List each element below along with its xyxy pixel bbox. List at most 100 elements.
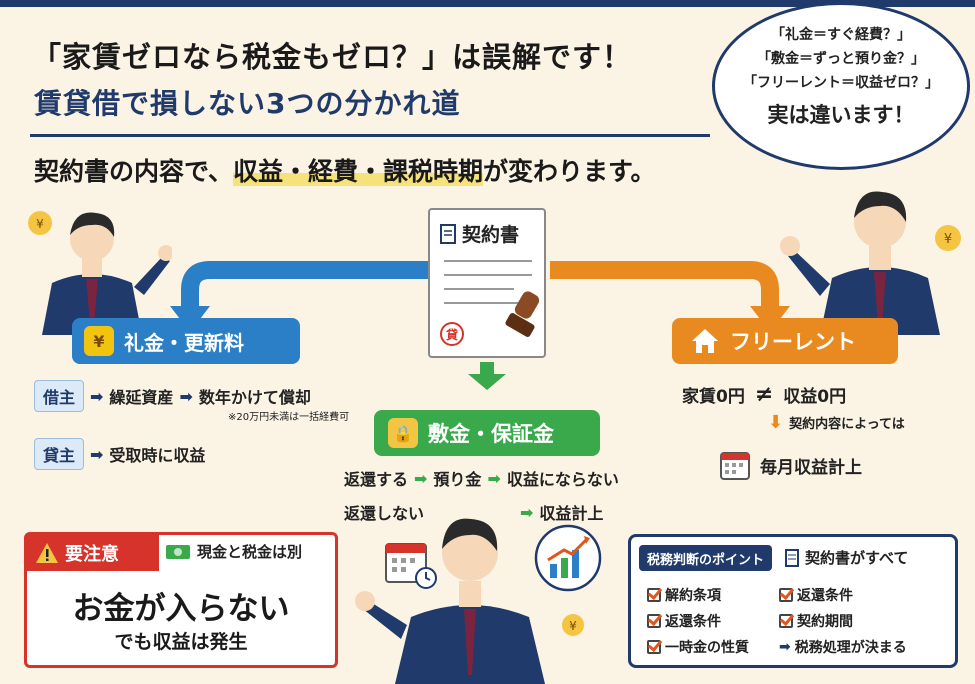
check-item: 契約期間 [779, 611, 853, 631]
lead-prefix: 契約書の内容で、 [34, 157, 234, 186]
lock-icon: 🔒 [388, 418, 418, 448]
tax-points-result: ➡税務処理が決まる [779, 637, 907, 657]
main-title: 「家賃ゼロなら税金もゼロ？」は誤解です！ [32, 40, 633, 74]
check-item-label: 返還条件 [665, 614, 721, 630]
reikin-step1: 繰延資産 [109, 388, 174, 407]
freerent-note: 契約内容によっては [789, 417, 905, 432]
coin-icon [28, 211, 52, 235]
lead-highlight: 収益・経費・課税時期 [233, 157, 484, 186]
top-bar [0, 0, 975, 7]
shikikin-a2: 預り金 [433, 470, 482, 489]
arrow-right-icon: ➡ [90, 386, 104, 406]
contract-document: 契約書 貸 [428, 208, 546, 358]
warning-icon [36, 543, 58, 563]
document-icon [440, 223, 456, 244]
banknote-icon [166, 544, 190, 559]
bubble-line-2: 「敷金＝ずっと預り金？」 [757, 51, 925, 67]
checkbox-icon [647, 640, 661, 654]
money-bag-icon: ¥ [84, 326, 114, 356]
arrow-right-icon: ➡ [779, 639, 791, 655]
title-divider [30, 134, 710, 137]
checkbox-icon [647, 588, 661, 602]
shikikin-a1: 返還する [344, 470, 409, 489]
contract-label: 契約書 [462, 224, 520, 246]
arrow-right-icon: ➡ [414, 468, 428, 488]
kashinushi-tag: 貸主 [34, 438, 85, 470]
warning-header: 要注意 [27, 535, 159, 571]
coin-icon [562, 614, 584, 636]
reikin-note: ※20万円未満は一括経費可 [228, 412, 350, 423]
seal-stamp: 貸 [440, 322, 464, 346]
arrow-down-icon: ⬇ [768, 412, 784, 433]
growth-chart-icon [534, 524, 602, 592]
check-item-label: 返還条件 [797, 588, 853, 604]
shikikin-a3: 収益にならない [506, 470, 619, 489]
reikin-header: ¥ 礼金・更新料 [72, 318, 300, 364]
tax-points-tag-text: 契約書がすべて [805, 549, 909, 567]
not-equal-icon: ≠ [754, 382, 774, 407]
checkbox-icon [779, 588, 793, 602]
svg-text:¥: ¥ [569, 619, 577, 633]
freerent-title: フリーレント [730, 330, 856, 354]
shikikin-title: 敷金・保証金 [428, 422, 554, 446]
freerent-note-row: ⬇ 契約内容によっては [768, 412, 905, 433]
checkbox-icon [647, 614, 661, 628]
lead-suffix: が変わります。 [483, 157, 656, 186]
tax-points-box: 税務判断のポイント 契約書がすべて 解約条項 返還条件 返還条件 契約期間 一時… [628, 534, 958, 668]
house-icon [692, 329, 718, 353]
reikin-step2: 数年かけて償却 [198, 388, 311, 407]
karinushi-tag: 借主 [34, 380, 85, 412]
check-item-label: 解約条項 [665, 588, 721, 604]
shikikin-b2: 収益計上 [539, 504, 604, 523]
shikikin-row-noreturn-result: ➡ 収益計上 [520, 500, 603, 524]
svg-text:¥: ¥ [36, 217, 44, 231]
check-item: 返還条件 [647, 611, 721, 631]
freerent-result-row: 毎月収益計上 [720, 450, 862, 480]
bubble-conclusion: 実は違います！ [767, 103, 915, 127]
bubble-line-1: 「礼金＝すぐ経費？」 [771, 27, 911, 43]
reikin-karinushi-row: 借主 ➡ 繰延資産 ➡ 数年かけて償却 [34, 380, 311, 412]
kashinushi-result: 受取時に収益 [109, 446, 206, 465]
warning-sub-text: でも収益は発生 [114, 631, 248, 653]
freerent-revenue: 収益0円 [783, 387, 847, 407]
arrow-right-icon: ➡ [520, 502, 534, 522]
coin-icon [935, 225, 961, 251]
businessman-center-illustration: ¥ [355, 518, 584, 684]
freerent-header: フリーレント [672, 318, 898, 364]
checkbox-icon [779, 614, 793, 628]
arrow-right-icon: ➡ [90, 444, 104, 464]
speech-bubble: 「礼金＝すぐ経費？」 「敷金＝ずっと預り金？」 「フリーレント＝収益ゼロ？」 実… [712, 2, 970, 170]
svg-text:¥: ¥ [944, 232, 952, 247]
freerent-equation: 家賃0円 ≠ 収益0円 [682, 382, 846, 407]
tax-points-header: 税務判断のポイント [639, 545, 773, 571]
check-item: 一時金の性質 [647, 637, 749, 657]
warning-box: 要注意 現金と税金は別 お金が入らない でも収益は発生 [24, 532, 338, 668]
shikikin-b1: 返還しない [344, 504, 425, 523]
reikin-title: 礼金・更新料 [124, 330, 244, 355]
warning-tag: 現金と税金は別 [165, 541, 302, 562]
arrow-right-icon: ➡ [179, 386, 193, 406]
check-item: 解約条項 [647, 585, 721, 605]
calendar-icon [720, 452, 750, 480]
bubble-line-3: 「フリーレント＝収益ゼロ？」 [743, 75, 939, 91]
tax-points-result-text: 税務処理が決まる [794, 640, 907, 656]
warning-title: 要注意 [65, 544, 119, 565]
warning-main-text: お金が入らない [72, 591, 290, 627]
arrow-to-freerent [550, 261, 779, 310]
check-item: 返還条件 [779, 585, 853, 605]
arrow-right-icon: ➡ [487, 468, 501, 488]
freerent-result: 毎月収益計上 [760, 457, 862, 478]
check-item-label: 契約期間 [797, 614, 853, 630]
calendar-clock-icon [385, 543, 437, 589]
lead-text: 契約書の内容で、収益・経費・課税時期が変わります。 [34, 152, 656, 188]
shikikin-row-return: 返還する ➡ 預り金 ➡ 収益にならない [344, 466, 619, 490]
freerent-rent: 家賃0円 [682, 387, 745, 407]
document-icon [785, 548, 799, 567]
warning-tag-text: 現金と税金は別 [197, 543, 303, 561]
arrow-to-reikin [181, 261, 430, 310]
reikin-kashinushi-row: 貸主 ➡ 受取時に収益 [34, 438, 205, 470]
shikikin-header: 🔒 敷金・保証金 [374, 410, 600, 456]
tax-points-tag: 契約書がすべて [785, 547, 908, 568]
shikikin-row-noreturn: 返還しない [344, 500, 424, 524]
sub-title: 賃貸借で損しない3つの分かれ道 [34, 87, 461, 120]
